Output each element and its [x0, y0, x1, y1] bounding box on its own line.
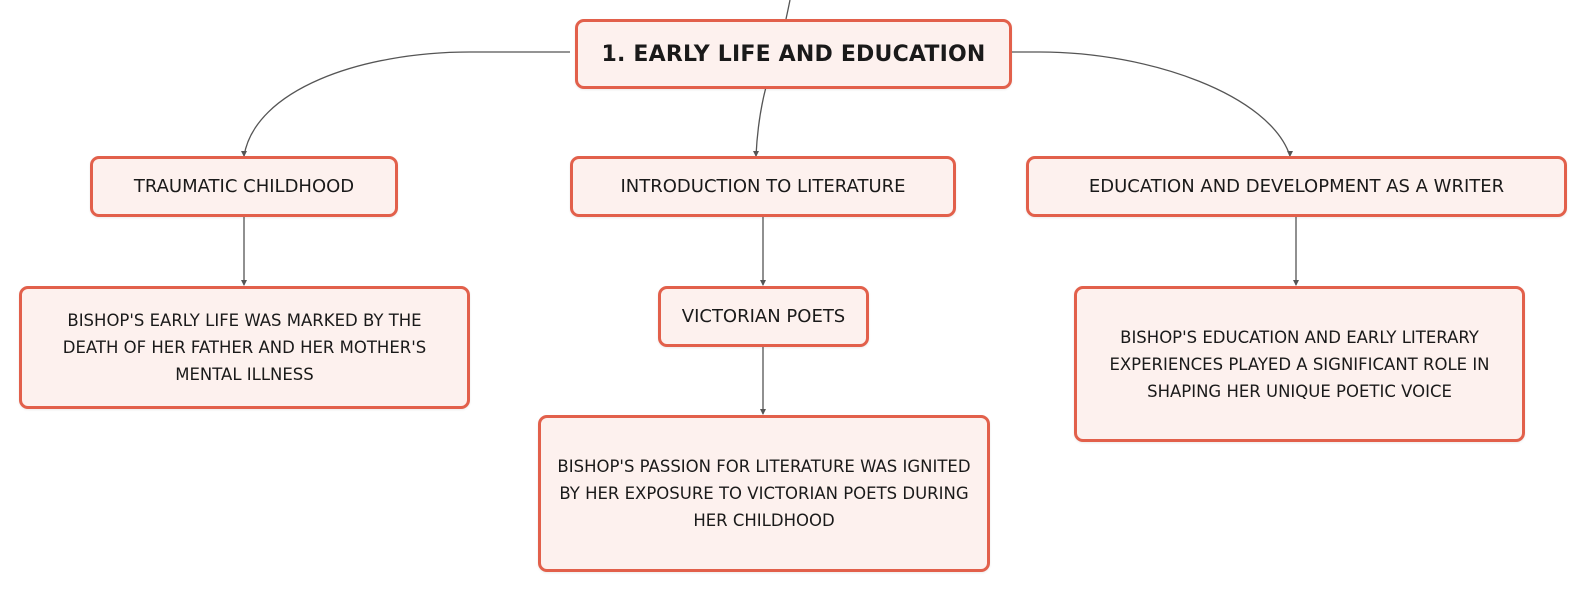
node-traumatic-childhood-detail-text: BISHOP'S EARLY LIFE WAS MARKED BY THE DE…: [62, 311, 427, 384]
node-traumatic-childhood-detail[interactable]: BISHOP'S EARLY LIFE WAS MARKED BY THE DE…: [19, 286, 470, 409]
node-traumatic-childhood-label: TRAUMATIC CHILDHOOD: [133, 176, 355, 197]
node-early-life-and-education[interactable]: 1. EARLY LIFE AND EDUCATION: [575, 19, 1012, 89]
node-victorian-poets-label: VICTORIAN POETS: [681, 306, 846, 327]
node-victorian-poets-detail-text: BISHOP'S PASSION FOR LITERATURE WAS IGNI…: [557, 457, 971, 530]
node-education-and-development-detail[interactable]: BISHOP'S EDUCATION AND EARLY LITERARY EX…: [1074, 286, 1525, 442]
node-education-and-development-label: EDUCATION AND DEVELOPMENT AS A WRITER: [1088, 176, 1505, 197]
node-early-life-and-education-label: 1. EARLY LIFE AND EDUCATION: [601, 41, 986, 67]
node-victorian-poets-detail[interactable]: BISHOP'S PASSION FOR LITERATURE WAS IGNI…: [538, 415, 990, 572]
node-introduction-to-literature-label: INTRODUCTION TO LITERATURE: [620, 176, 906, 197]
connector-root-to-education: [1000, 51, 1291, 157]
connector-parent-to-root: [785, 0, 791, 20]
connector-root-to-introduction: [755, 86, 767, 157]
node-education-and-development-detail-text: BISHOP'S EDUCATION AND EARLY LITERARY EX…: [1109, 327, 1490, 401]
node-introduction-to-literature[interactable]: INTRODUCTION TO LITERATURE: [570, 156, 956, 217]
connector-root-to-traumatic-childhood: [243, 51, 570, 157]
node-victorian-poets[interactable]: VICTORIAN POETS: [658, 286, 869, 347]
node-traumatic-childhood[interactable]: TRAUMATIC CHILDHOOD: [90, 156, 398, 217]
node-education-and-development[interactable]: EDUCATION AND DEVELOPMENT AS A WRITER: [1026, 156, 1567, 217]
